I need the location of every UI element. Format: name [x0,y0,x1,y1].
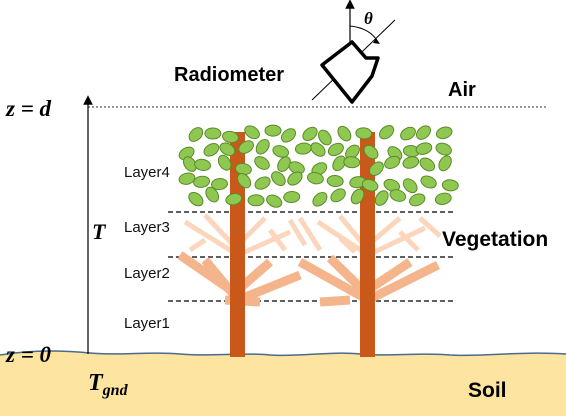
branches-layer3 [183,213,442,258]
leaf [204,127,222,140]
layer2-label: Layer2 [124,265,170,282]
leaf [188,127,204,142]
temperature-label: T [92,219,107,244]
leaf [337,125,352,142]
leaf [402,156,420,169]
leaf [205,186,220,203]
leaf [264,124,282,137]
leaf [244,125,260,140]
leaf [327,142,344,157]
leaf [416,125,431,140]
leaf [420,175,437,189]
leaf [254,176,271,190]
vegetation-label: Vegetation [442,228,548,251]
leaf [283,190,301,204]
leaf [193,175,211,188]
leaf [266,194,283,208]
leaf [287,171,303,186]
leaf [332,155,347,172]
leaf [277,156,291,172]
leaf [383,178,401,192]
leaf [368,161,384,176]
leaf [194,158,212,171]
leaf [302,126,318,142]
layer1-label: Layer1 [124,315,170,332]
leaf [247,194,265,207]
z-top-label: z = d [5,96,52,121]
leaf [238,140,254,154]
soil-label: Soil [468,379,507,402]
leaf [435,126,453,140]
layer3-label: Layer3 [124,219,170,236]
leaf [435,142,452,156]
leaf [361,178,379,192]
leaf [272,145,289,158]
leaf [409,193,426,207]
leaf [402,178,418,194]
leaf [419,157,436,172]
leaf [312,192,328,207]
layer4-label: Layer4 [124,164,170,181]
leaf [355,127,373,140]
leaf [438,155,452,172]
leaf [310,142,326,157]
leaf [389,189,407,202]
leaves-layer4 [178,124,459,208]
leaf [178,172,196,185]
leaf [400,126,416,141]
leaf [415,142,433,155]
radiometer-label: Radiometer [174,64,284,86]
theta-label: θ [364,9,373,28]
leaf [318,129,332,146]
leaf [384,155,401,169]
leaf [441,179,459,192]
leaf [374,190,389,206]
leaf [280,128,297,143]
ground-temperature-label: Tgnd [88,370,129,399]
leaf [222,130,239,144]
leaf [330,188,346,203]
leaf [434,192,452,205]
leaf [217,154,232,171]
leaf [182,156,197,172]
z-bottom-label: z = 0 [5,342,52,367]
leaf [211,178,228,191]
leaf [255,138,270,155]
leaf [219,142,236,156]
air-label: Air [448,79,476,101]
soil-surface-line [0,350,566,357]
leaf [350,188,365,205]
leaf [188,191,204,207]
leaf [294,142,312,155]
leaf [271,171,286,187]
ground-temperature-main: T [88,370,104,396]
tree-trunk-left [230,132,245,357]
leaf [343,156,361,169]
leaf [306,172,324,185]
radiometer-icon [311,0,396,104]
leaf [326,174,344,188]
ground-temperature-sub: gnd [102,382,129,399]
leaf [225,193,243,206]
soil-region [0,350,566,416]
leaf [203,142,220,157]
leaf [237,173,252,189]
branches-layer2 [177,251,441,307]
leaf [254,156,270,170]
leaf [363,144,379,160]
leaf [379,125,395,140]
